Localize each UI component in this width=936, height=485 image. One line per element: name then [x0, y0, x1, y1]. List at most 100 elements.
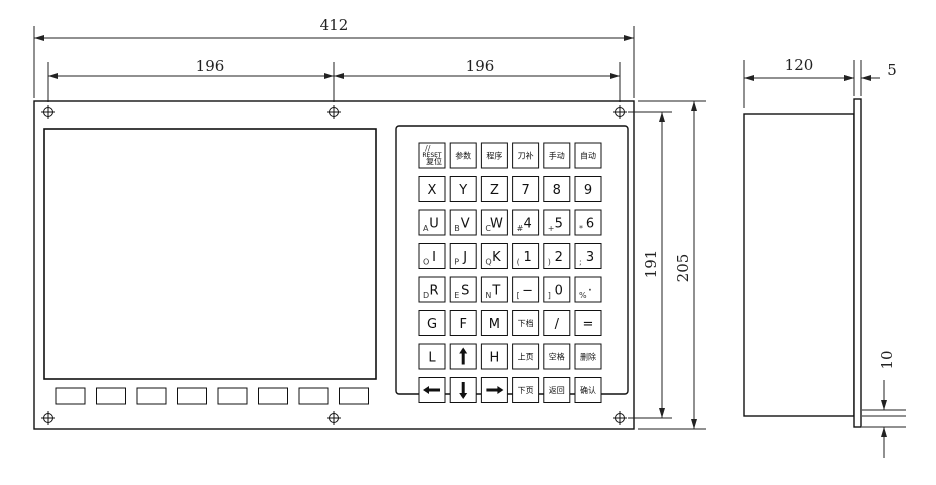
key[interactable]: [574, 209, 602, 236]
key-sub-label: Q: [485, 258, 491, 267]
side-view: 120 5 10: [743, 56, 906, 458]
key-sub-label: D: [423, 291, 429, 300]
softkey-button[interactable]: [136, 387, 167, 405]
softkey-button[interactable]: [55, 387, 86, 405]
softkey-button[interactable]: [96, 387, 126, 405]
key-sub-label: ]: [548, 291, 551, 300]
key-label: K: [492, 250, 501, 265]
key-sub-label: N: [485, 291, 491, 300]
key[interactable]: [449, 276, 477, 303]
mounting-hole-icon: [327, 105, 341, 119]
dim-191: 191: [642, 250, 660, 279]
softkey-button[interactable]: [339, 387, 369, 405]
key-sub-label: (: [517, 258, 520, 267]
key[interactable]: [449, 310, 477, 336]
key[interactable]: [543, 142, 571, 169]
key[interactable]: [480, 276, 508, 303]
key-label: I: [432, 250, 436, 265]
key[interactable]: [449, 243, 477, 269]
softkey-button[interactable]: [177, 387, 207, 405]
key-label: 程序: [486, 151, 502, 161]
key[interactable]: [418, 310, 446, 336]
key[interactable]: [512, 243, 540, 269]
key[interactable]: [480, 176, 508, 202]
key[interactable]: [574, 176, 602, 202]
key-label: 上页: [518, 353, 534, 362]
key-label: /: [555, 317, 560, 332]
front-panel-outline: [33, 100, 635, 430]
key[interactable]: [543, 343, 571, 370]
key[interactable]: [512, 176, 540, 202]
key[interactable]: [543, 377, 571, 403]
key-label: 9: [584, 183, 592, 198]
key[interactable]: [480, 142, 508, 169]
key[interactable]: [512, 276, 540, 303]
key-label: 确认: [580, 385, 596, 395]
key[interactable]: [418, 243, 446, 269]
key[interactable]: [480, 343, 508, 370]
key[interactable]: [512, 377, 540, 403]
key-label: 8: [553, 183, 561, 198]
key[interactable]: [574, 142, 602, 169]
key-label: 下档: [518, 318, 534, 328]
key-label: 4: [523, 217, 531, 232]
dim-412: 412: [320, 16, 349, 34]
key-label: J: [462, 250, 467, 265]
softkey-button[interactable]: [298, 387, 329, 405]
mounting-hole-icon: [41, 411, 55, 425]
key[interactable]: [543, 176, 571, 202]
key[interactable]: [480, 310, 508, 336]
key[interactable]: [543, 310, 571, 336]
side-flange: [853, 98, 862, 428]
key[interactable]: [543, 209, 571, 236]
arrow-down-icon: [459, 382, 468, 399]
key[interactable]: [574, 310, 602, 336]
key-label: 2: [555, 250, 563, 265]
key-label: 6: [586, 217, 594, 232]
key-sub-label: #: [517, 224, 524, 233]
key-label: M: [489, 317, 500, 332]
key[interactable]: [449, 176, 477, 202]
key-label: 删除: [580, 352, 596, 362]
dimension-hole-halves: 196 196: [47, 57, 621, 102]
dim-205: 205: [674, 254, 692, 283]
key-label: V: [461, 217, 470, 232]
mounting-hole-icon: [327, 411, 341, 425]
key[interactable]: [449, 209, 477, 236]
key-label: 7: [521, 183, 529, 198]
key[interactable]: [418, 276, 446, 303]
key[interactable]: [418, 343, 446, 370]
mounting-holes: [41, 105, 627, 425]
dim-10: 10: [878, 350, 896, 369]
key[interactable]: [418, 176, 446, 202]
key[interactable]: [512, 142, 540, 169]
key-label: H: [490, 351, 500, 366]
key[interactable]: [543, 243, 571, 269]
key-reset[interactable]: [418, 142, 446, 169]
key[interactable]: [574, 343, 602, 370]
dim-196-left: 196: [196, 57, 225, 75]
dimension-overall-width: 412: [33, 16, 635, 98]
key[interactable]: [512, 343, 540, 370]
key[interactable]: [574, 243, 602, 269]
key[interactable]: [543, 276, 571, 303]
key[interactable]: [480, 209, 508, 236]
key[interactable]: [418, 209, 446, 236]
key-label: 5: [555, 217, 563, 232]
key[interactable]: [449, 142, 477, 169]
key[interactable]: [574, 276, 602, 303]
key-sub-label: P: [454, 258, 459, 267]
key-label: R: [429, 284, 438, 299]
key[interactable]: [512, 209, 540, 236]
key-sub-label: *: [579, 224, 583, 233]
softkey-button[interactable]: [217, 387, 248, 405]
dimension-vertical-front: 191 205: [628, 100, 706, 430]
key[interactable]: [512, 310, 540, 336]
key[interactable]: [480, 243, 508, 269]
key-label: 手动: [549, 151, 565, 161]
softkey-button[interactable]: [258, 387, 288, 405]
key-sub-label: A: [423, 224, 429, 233]
key[interactable]: [574, 377, 602, 403]
key-label: 自动: [580, 151, 596, 161]
